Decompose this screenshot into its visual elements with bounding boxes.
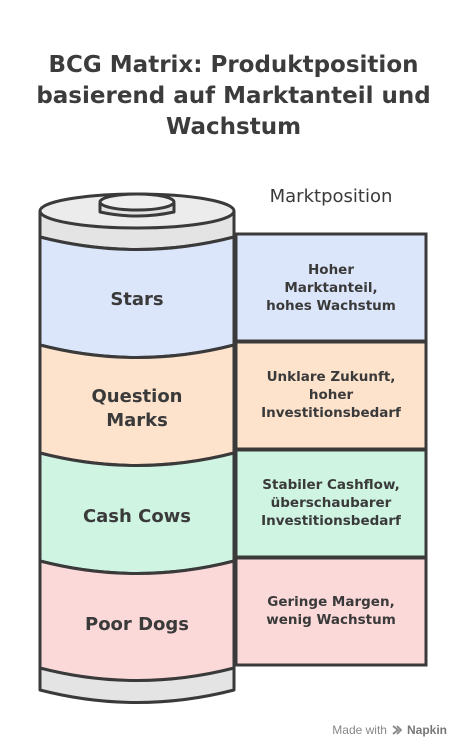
segment-band-poor-dogs bbox=[38, 559, 236, 682]
position-header: Marktposition bbox=[269, 186, 393, 207]
segment-label-poor-dogs: Poor Dogs bbox=[40, 613, 234, 637]
segment-label-stars: Stars bbox=[40, 288, 234, 312]
desc-box-question-marks bbox=[234, 340, 428, 451]
segment-label-line: Poor Dogs bbox=[85, 614, 189, 635]
segment-label-line: Cash Cows bbox=[82, 506, 192, 527]
desc-label-line: Investitionsbedarf bbox=[261, 405, 401, 421]
segment-label-line: Marks bbox=[106, 410, 168, 431]
footer-attribution: Made with Napkin bbox=[332, 723, 447, 737]
diagram-title: BCG Matrix: Produktposition basierend au… bbox=[0, 50, 467, 143]
desc-label-stars: Hoher Marktanteil, hohes Wachstum bbox=[238, 261, 424, 315]
desc-label-line: hoher bbox=[308, 387, 354, 403]
desc-label-line: Hoher bbox=[308, 262, 354, 278]
desc-box-poor-dogs bbox=[234, 556, 428, 667]
title-line: Wachstum bbox=[165, 114, 302, 140]
napkin-logo-icon bbox=[392, 725, 403, 735]
desc-label-line: Marktanteil, bbox=[284, 280, 378, 296]
desc-label-poor-dogs: Geringe Margen, wenig Wachstum bbox=[238, 593, 424, 629]
desc-label-line: Geringe Margen, bbox=[267, 594, 395, 610]
footer-made-with: Made with bbox=[332, 723, 387, 737]
desc-label-line: Stabiler Cashflow, bbox=[262, 477, 400, 493]
desc-label-line: hohes Wachstum bbox=[266, 298, 396, 314]
desc-label-line: Investitionsbedarf bbox=[261, 513, 401, 529]
segment-label-question-marks: Question Marks bbox=[40, 385, 234, 433]
title-line: BCG Matrix: Produktposition bbox=[48, 52, 419, 78]
desc-label-line: wenig Wachstum bbox=[266, 612, 396, 628]
title-line: basierend auf Marktanteil und bbox=[36, 83, 431, 109]
desc-label-cash-cows: Stabiler Cashflow, überschaubarer Invest… bbox=[238, 476, 424, 530]
desc-label-question-marks: Unklare Zukunft, hoher Investitionsbedar… bbox=[238, 368, 424, 422]
segment-label-line: Stars bbox=[110, 289, 164, 310]
footer-brand: Napkin bbox=[406, 723, 447, 737]
desc-box-cash-cows bbox=[234, 448, 428, 559]
segment-label-cash-cows: Cash Cows bbox=[40, 505, 234, 529]
segment-label-line: Question bbox=[91, 386, 183, 407]
cylinder-knob-top bbox=[98, 192, 176, 212]
desc-label-line: Unklare Zukunft, bbox=[266, 369, 396, 385]
desc-label-line: überschaubarer bbox=[270, 495, 392, 511]
